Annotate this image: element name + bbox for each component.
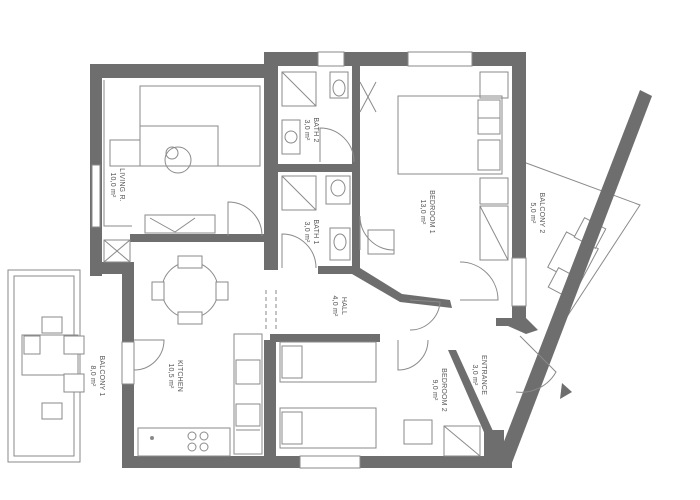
bath2-area: 3,0 m² bbox=[303, 119, 310, 141]
bath-2-fixtures bbox=[281, 71, 377, 155]
bath1-area: 3,0 m² bbox=[303, 221, 310, 243]
entrance-name: ENTRANCE bbox=[480, 355, 487, 395]
bedroom2-area: 9,0 m² bbox=[431, 379, 438, 401]
room-label-kitchen: KITCHEN 10,5 m² bbox=[167, 360, 183, 392]
living-name: LIVING R. bbox=[118, 168, 125, 202]
room-label-hall: HALL 4,0 m² bbox=[331, 295, 347, 317]
bedroom1-area: 13,0 m² bbox=[419, 199, 426, 225]
living-area: 10,0 m² bbox=[109, 172, 116, 198]
doors bbox=[133, 127, 557, 393]
cooktop bbox=[187, 431, 209, 452]
bath2-name: BATH 2 bbox=[312, 117, 319, 142]
room-label-bedroom2: BEDROOM 2 9,0 m² bbox=[431, 368, 447, 412]
kitchen-name: KITCHEN bbox=[176, 360, 183, 392]
hall-area: 4,0 m² bbox=[331, 295, 338, 317]
room-label-bedroom1: BEDROOM 1 13,0 m² bbox=[419, 190, 435, 234]
entrance-area: 3,0 m² bbox=[471, 364, 478, 386]
room-label-living: LIVING R. 10,0 m² bbox=[109, 168, 125, 202]
balcony2-name: BALCONY 2 bbox=[538, 193, 545, 234]
living-furniture bbox=[103, 80, 261, 263]
kitchen-furniture bbox=[137, 255, 263, 457]
balcony1-name: BALCONY 1 bbox=[98, 356, 105, 397]
balcony-1-table bbox=[21, 316, 85, 420]
windows bbox=[91, 51, 527, 469]
bath-1-fixtures bbox=[281, 175, 351, 261]
bedroom2-name: BEDROOM 2 bbox=[440, 368, 447, 412]
thresholds bbox=[265, 290, 277, 330]
balcony-1 bbox=[7, 269, 85, 463]
balcony2-area: 5,0 m² bbox=[529, 202, 536, 224]
hall-name: HALL bbox=[340, 297, 347, 315]
room-label-entrance: ENTRANCE 3,0 m² bbox=[471, 355, 487, 395]
room-label-balcony2: BALCONY 2 5,0 m² bbox=[529, 193, 545, 234]
balcony1-area: 8,0 m² bbox=[89, 365, 96, 387]
bedroom-1-furniture bbox=[367, 71, 509, 261]
bedroom-2-furniture bbox=[279, 341, 481, 457]
triangle-arrow-icon bbox=[560, 383, 572, 399]
room-label-balcony1: BALCONY 1 8,0 m² bbox=[89, 356, 105, 397]
room-label-bath2: BATH 2 3,0 m² bbox=[303, 117, 319, 142]
kitchen-area: 10,5 m² bbox=[167, 363, 174, 389]
bedroom1-name: BEDROOM 1 bbox=[428, 190, 435, 234]
bath1-name: BATH 1 bbox=[312, 219, 319, 244]
room-label-bath1: BATH 1 3,0 m² bbox=[303, 219, 319, 244]
balcony-2 bbox=[517, 159, 641, 336]
